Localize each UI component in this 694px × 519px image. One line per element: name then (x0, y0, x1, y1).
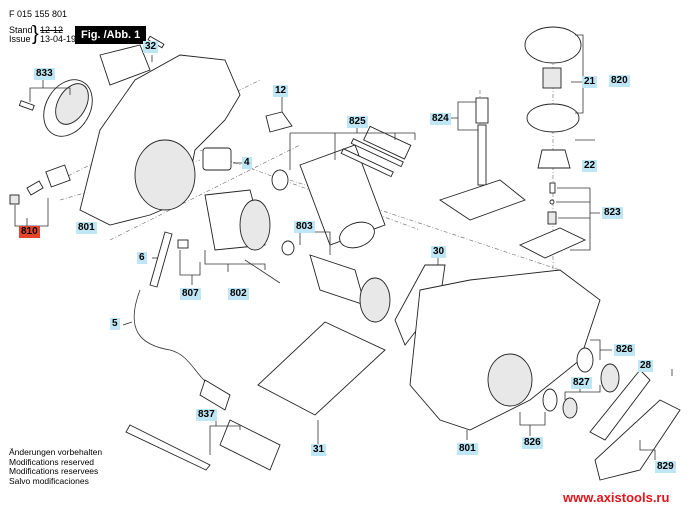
callout-803[interactable]: 803 (294, 221, 315, 233)
brush-holder (9, 164, 71, 205)
depth-knob (518, 26, 587, 259)
revision-date: 13-04-19 (40, 34, 77, 44)
callout-801-right[interactable]: 801 (457, 443, 478, 455)
chip-deflector (257, 321, 386, 416)
callout-4[interactable]: 4 (242, 157, 252, 169)
housing-left (79, 35, 241, 226)
wrench (125, 424, 211, 471)
armature (281, 240, 391, 323)
callout-21[interactable]: 21 (582, 76, 598, 88)
callout-807[interactable]: 807 (180, 288, 201, 300)
callout-32[interactable]: 32 (143, 41, 159, 53)
bearing-upper (576, 347, 594, 373)
callout-28[interactable]: 28 (638, 360, 654, 372)
field-stator (204, 189, 281, 284)
callout-820[interactable]: 820 (609, 75, 630, 87)
drive-belt (589, 369, 651, 441)
callout-827[interactable]: 827 (571, 377, 592, 389)
callout-826-lower[interactable]: 826 (522, 437, 543, 449)
callout-837[interactable]: 837 (196, 409, 217, 421)
revision-old: 12-12 (40, 25, 64, 35)
bearing (271, 169, 289, 191)
housing-right (409, 269, 601, 431)
motor-housing (299, 144, 386, 249)
callout-22[interactable]: 22 (582, 160, 598, 172)
callout-825[interactable]: 825 (347, 116, 368, 128)
blade-kit (340, 125, 412, 178)
brace-glyph: } (32, 23, 39, 45)
callout-824[interactable]: 824 (430, 113, 451, 125)
document-number: F 015 155 801 (9, 9, 68, 19)
callout-5[interactable]: 5 (110, 318, 120, 330)
callout-30[interactable]: 30 (431, 246, 447, 258)
note-es: Salvo modificaciones (9, 475, 89, 486)
note-fr: Modifications reservees (9, 466, 99, 476)
stand-label: Stand (9, 25, 33, 35)
callout-6[interactable]: 6 (137, 252, 147, 264)
note-en: Modifications reserved (9, 456, 95, 467)
issue-label: Issue (9, 34, 31, 44)
plug (199, 379, 231, 411)
brush-cap (18, 79, 93, 137)
belt-cover (594, 399, 681, 481)
switch-clip (265, 111, 293, 133)
bearing-lower (542, 388, 558, 412)
cord-sleeve (149, 231, 173, 288)
pulley-large (600, 363, 620, 393)
switch (202, 147, 232, 171)
cord-clamp (177, 239, 189, 249)
tool-sleeve (219, 419, 281, 471)
callout-826-upper[interactable]: 826 (614, 344, 635, 356)
callout-829[interactable]: 829 (655, 461, 676, 473)
callout-12[interactable]: 12 (273, 85, 289, 97)
note-de: Änderungen vorbehalten (9, 447, 103, 457)
callout-802[interactable]: 802 (228, 288, 249, 300)
website-link[interactable]: www.axistools.ru (563, 490, 670, 505)
callout-810[interactable]: 810 (19, 226, 40, 238)
callout-801-left[interactable]: 801 (76, 222, 97, 234)
callout-823[interactable]: 823 (602, 207, 623, 219)
callout-833[interactable]: 833 (34, 68, 55, 80)
modification-notes: Änderungen vorbehalten Modifications res… (9, 447, 103, 486)
pulley-small (562, 397, 578, 419)
power-cord (133, 289, 211, 386)
figure-label: Fig. /Abb. 1 (75, 26, 147, 44)
callout-31[interactable]: 31 (311, 444, 327, 456)
depth-shaft (438, 97, 526, 221)
